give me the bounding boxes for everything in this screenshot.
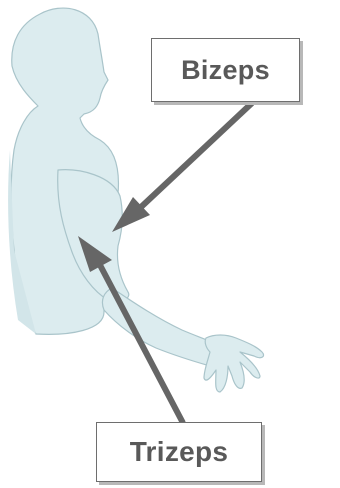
hand-shape [204,335,264,392]
bizeps-arrow-shaft [140,103,252,208]
bizeps-label-box: Bizeps [151,38,300,102]
bizeps-label: Bizeps [181,55,270,86]
trizeps-label-box: Trizeps [96,422,262,482]
trizeps-label: Trizeps [130,436,229,468]
